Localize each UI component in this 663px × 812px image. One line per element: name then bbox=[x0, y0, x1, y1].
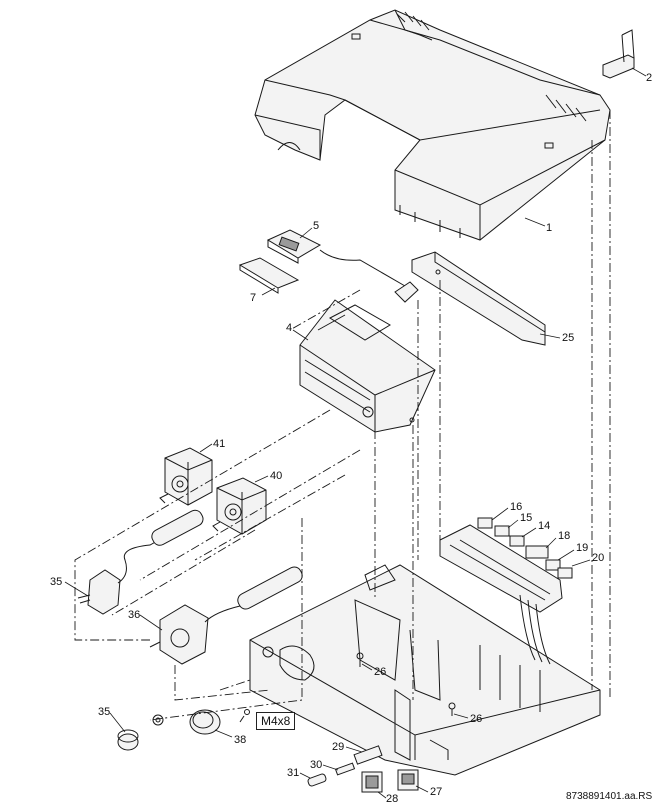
part-31-cap bbox=[307, 773, 327, 787]
part-label-40: 40 bbox=[270, 470, 283, 482]
part-30-fuse bbox=[334, 762, 356, 776]
leader-part-5 bbox=[299, 227, 313, 239]
part-38-knob bbox=[189, 709, 221, 735]
part-36-sensor bbox=[149, 566, 303, 665]
leader-part-2 bbox=[631, 67, 647, 77]
part-label-2: 2 bbox=[646, 72, 653, 84]
part-label-5: 5 bbox=[313, 220, 320, 232]
leader-part-38 bbox=[214, 729, 233, 738]
part-label-4: 4 bbox=[286, 322, 293, 334]
part-label-38: 38 bbox=[234, 734, 247, 746]
part-40-switch bbox=[212, 477, 267, 535]
drawing-reference: 8738891401.aa.RS bbox=[566, 791, 653, 802]
part-label-1: 1 bbox=[546, 222, 553, 234]
leader-part-19 bbox=[557, 549, 575, 561]
part-label-31: 31 bbox=[287, 767, 300, 779]
leader-part-28 bbox=[377, 791, 387, 799]
part-label-26-a: 26 bbox=[374, 666, 387, 678]
leader-part-15 bbox=[507, 519, 519, 529]
part-25-rail bbox=[411, 251, 546, 346]
terminal-strip bbox=[439, 517, 573, 665]
part-26-screw-a bbox=[356, 652, 364, 667]
part-41-switch bbox=[159, 447, 213, 506]
part-35-sensor-upper bbox=[77, 509, 204, 615]
leader-part-25 bbox=[539, 333, 561, 339]
part-label-35-lower: 35 bbox=[98, 706, 111, 718]
part-4-control-unit bbox=[299, 299, 436, 433]
leader-part-36 bbox=[139, 614, 163, 631]
part-label-35-upper: 35 bbox=[50, 576, 63, 588]
part-26-screw-b bbox=[448, 702, 456, 716]
leader-part-27 bbox=[415, 785, 429, 793]
leader-part-7 bbox=[261, 287, 276, 296]
leader-part-20 bbox=[571, 559, 591, 567]
part-7-strip bbox=[238, 257, 300, 294]
leader-part-29 bbox=[345, 746, 363, 753]
part-label-28: 28 bbox=[386, 793, 399, 805]
part-label-26-b: 26 bbox=[470, 713, 483, 725]
part-label-25: 25 bbox=[562, 332, 575, 344]
part-label-15: 15 bbox=[520, 512, 533, 524]
part-5-display bbox=[266, 229, 419, 303]
part-29-fuse-holder bbox=[353, 745, 383, 765]
part-28-switch bbox=[361, 771, 383, 793]
leader-part-31 bbox=[299, 772, 311, 779]
part-label-20: 20 bbox=[592, 552, 605, 564]
leader-part-26a bbox=[361, 663, 373, 671]
leader-part-40 bbox=[254, 475, 269, 483]
part-label-30: 30 bbox=[310, 759, 323, 771]
part-label-41: 41 bbox=[213, 438, 226, 450]
part-label-18: 18 bbox=[558, 530, 571, 542]
part-label-14: 14 bbox=[538, 520, 551, 532]
m4x8-screw bbox=[239, 709, 250, 723]
part-27-switch bbox=[397, 769, 419, 791]
leader-part-18 bbox=[545, 537, 557, 549]
part-label-16: 16 bbox=[510, 501, 523, 513]
alignment-lines bbox=[74, 110, 611, 721]
leader-part-35b bbox=[109, 712, 126, 733]
leader-part-30 bbox=[322, 764, 339, 771]
part-label-29: 29 bbox=[332, 741, 345, 753]
part-2-bracket bbox=[602, 29, 635, 79]
leader-part-41 bbox=[199, 443, 213, 453]
leader-part-26b bbox=[453, 713, 469, 719]
leader-part-4 bbox=[292, 329, 309, 341]
part-label-7: 7 bbox=[250, 292, 257, 304]
part-1-top-cover bbox=[254, 9, 611, 241]
part-label-27: 27 bbox=[430, 786, 443, 798]
part-label-36: 36 bbox=[128, 609, 141, 621]
base-housing bbox=[249, 564, 601, 776]
leader-part-14 bbox=[521, 527, 537, 538]
leader-part-35a bbox=[64, 581, 89, 597]
leader-part-16 bbox=[491, 507, 509, 521]
screw-size-tag: M4x8 bbox=[256, 712, 296, 730]
leader-part-1 bbox=[524, 217, 546, 227]
part-35-knob-lower bbox=[117, 714, 164, 751]
part-label-19: 19 bbox=[576, 542, 589, 554]
